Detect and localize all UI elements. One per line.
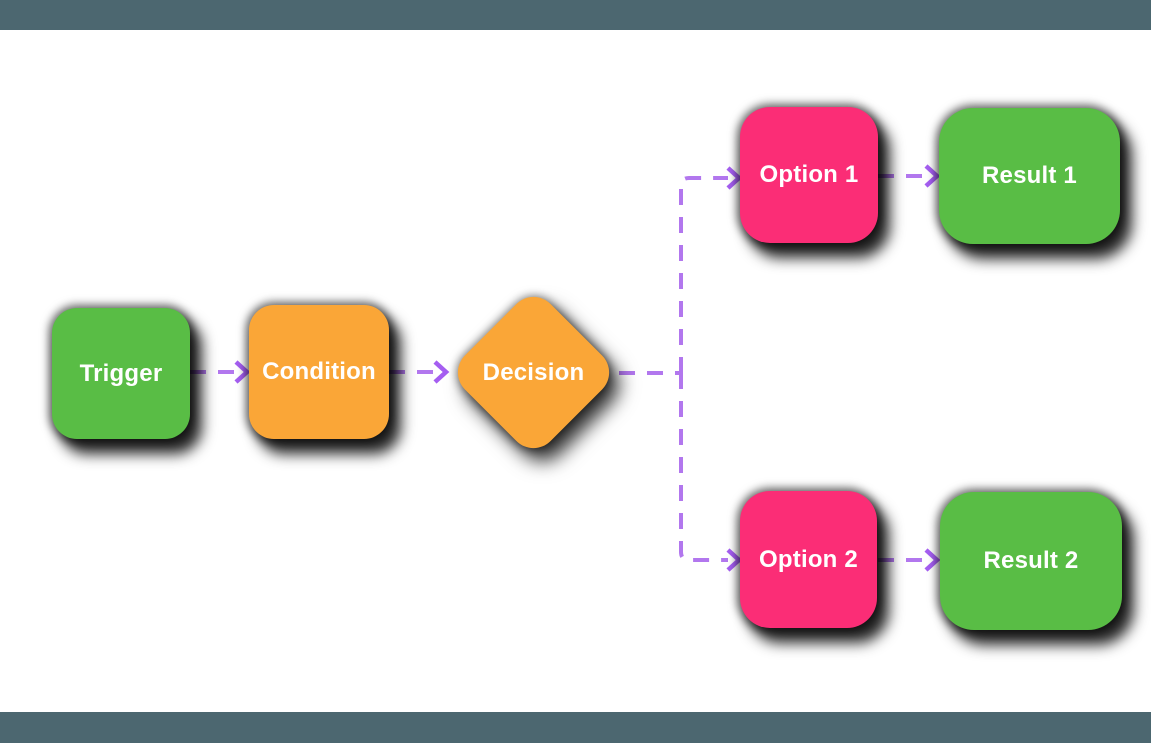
node-result-2[interactable]: Result 2 [940,492,1122,630]
top-frame-bar [0,0,1151,30]
node-option-2[interactable]: Option 2 [740,491,877,628]
node-condition-label: Condition [262,358,376,385]
node-decision[interactable]: Decision [447,286,620,459]
node-option-1[interactable]: Option 1 [740,107,878,243]
node-trigger-label: Trigger [79,359,163,387]
edge-condition-decision [389,360,450,384]
edge-option1-result1 [878,164,941,188]
node-option-1-label: Option 1 [759,161,859,188]
node-condition[interactable]: Condition [249,305,389,439]
node-result-1[interactable]: Result 1 [939,108,1120,244]
node-decision-label: Decision [482,358,585,386]
bottom-frame-bar [0,712,1151,743]
edge-decision-option1 [679,166,743,373]
edge-trigger-condition [190,360,251,384]
node-trigger[interactable]: Trigger [52,308,190,439]
node-result-1-label: Result 1 [982,162,1077,189]
node-option-2-label: Option 2 [759,545,858,573]
edge-option2-result2 [878,548,941,572]
node-result-2-label: Result 2 [983,547,1079,574]
edge-decision-option2 [679,373,743,572]
